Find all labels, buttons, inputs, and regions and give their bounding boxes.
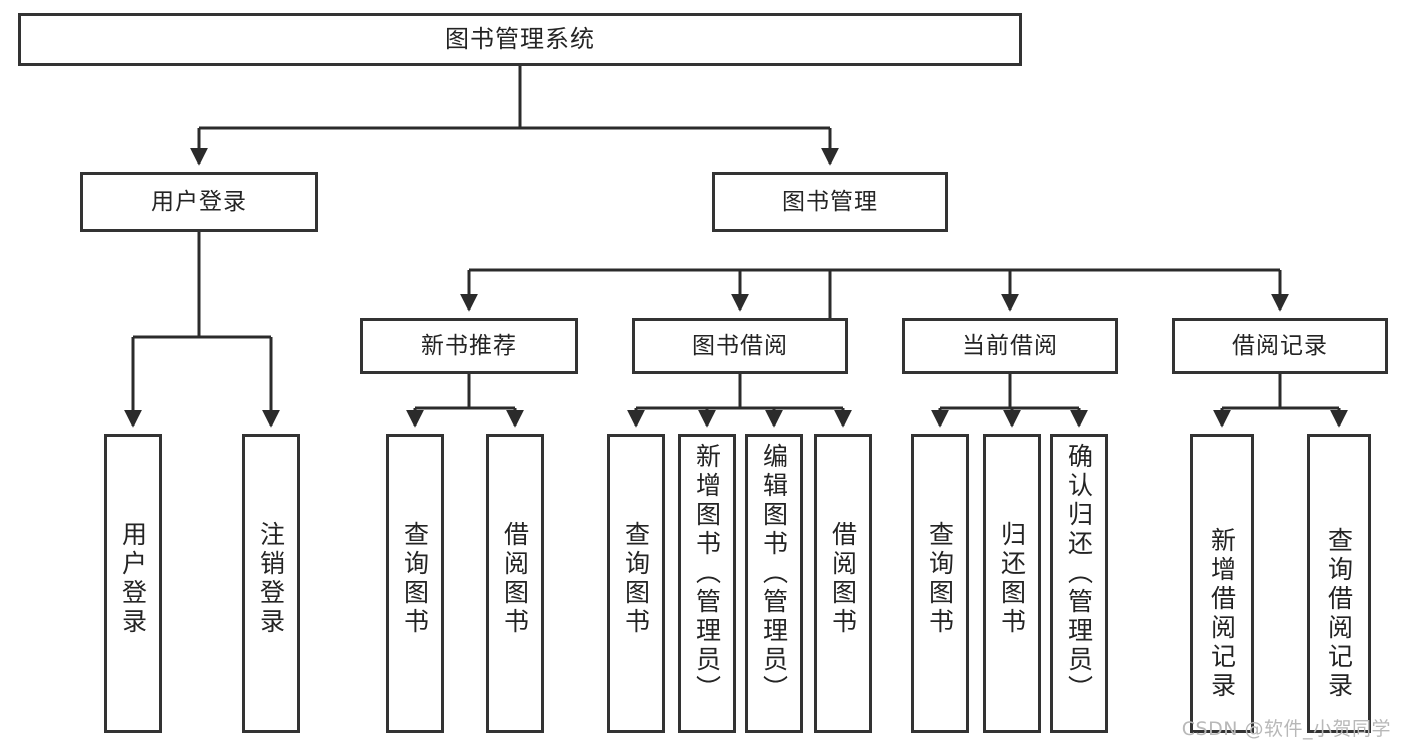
node-leaf-add-record-label: 新增借阅记录 — [1207, 527, 1237, 701]
node-leaf-query-record[interactable]: 查询借阅记录 — [1307, 434, 1371, 733]
node-leaf-borrow-book-2-label: 借阅图书 — [828, 521, 858, 637]
node-leaf-add-record[interactable]: 新增借阅记录 — [1190, 434, 1254, 733]
node-leaf-query-book-3[interactable]: 查询图书 — [911, 434, 969, 733]
node-leaf-query-record-label: 查询借阅记录 — [1324, 527, 1354, 701]
node-leaf-confirm-return[interactable]: 确认归还（管理员） — [1050, 434, 1108, 733]
node-leaf-borrow-book-1[interactable]: 借阅图书 — [486, 434, 544, 733]
node-leaf-query-book-2-label: 查询图书 — [621, 521, 651, 637]
node-new-book-recommend[interactable]: 新书推荐 — [360, 318, 578, 374]
node-book-borrow[interactable]: 图书借阅 — [632, 318, 848, 374]
node-book-manage-label: 图书管理 — [782, 188, 878, 215]
node-current-borrow-label: 当前借阅 — [962, 332, 1058, 359]
node-leaf-return-book-label: 归还图书 — [997, 521, 1027, 637]
node-leaf-edit-book-label: 编辑图书（管理员） — [759, 443, 789, 704]
node-leaf-user-login[interactable]: 用户登录 — [104, 434, 162, 733]
csdn-watermark: CSDN @软件_小贺同学 — [1181, 718, 1391, 740]
node-book-manage[interactable]: 图书管理 — [712, 172, 948, 232]
node-user-login[interactable]: 用户登录 — [80, 172, 318, 232]
node-root[interactable]: 图书管理系统 — [18, 13, 1022, 66]
node-user-login-label: 用户登录 — [151, 188, 247, 215]
node-leaf-confirm-return-label: 确认归还（管理员） — [1064, 443, 1094, 704]
node-leaf-query-book-1-label: 查询图书 — [400, 521, 430, 637]
node-leaf-edit-book[interactable]: 编辑图书（管理员） — [745, 434, 803, 733]
node-current-borrow[interactable]: 当前借阅 — [902, 318, 1118, 374]
node-leaf-add-book-label: 新增图书（管理员） — [692, 443, 722, 704]
node-leaf-query-book-1[interactable]: 查询图书 — [386, 434, 444, 733]
node-leaf-logout[interactable]: 注销登录 — [242, 434, 300, 733]
node-new-book-recommend-label: 新书推荐 — [421, 332, 517, 359]
node-leaf-borrow-book-1-label: 借阅图书 — [500, 521, 530, 637]
node-borrow-record[interactable]: 借阅记录 — [1172, 318, 1388, 374]
node-leaf-query-book-3-label: 查询图书 — [925, 521, 955, 637]
node-leaf-add-book[interactable]: 新增图书（管理员） — [678, 434, 736, 733]
node-book-borrow-label: 图书借阅 — [692, 332, 788, 359]
node-leaf-logout-label: 注销登录 — [256, 521, 286, 637]
node-leaf-user-login-label: 用户登录 — [118, 521, 148, 637]
node-leaf-query-book-2[interactable]: 查询图书 — [607, 434, 665, 733]
node-leaf-borrow-book-2[interactable]: 借阅图书 — [814, 434, 872, 733]
node-borrow-record-label: 借阅记录 — [1232, 332, 1328, 359]
node-leaf-return-book[interactable]: 归还图书 — [983, 434, 1041, 733]
node-root-label: 图书管理系统 — [445, 24, 595, 53]
